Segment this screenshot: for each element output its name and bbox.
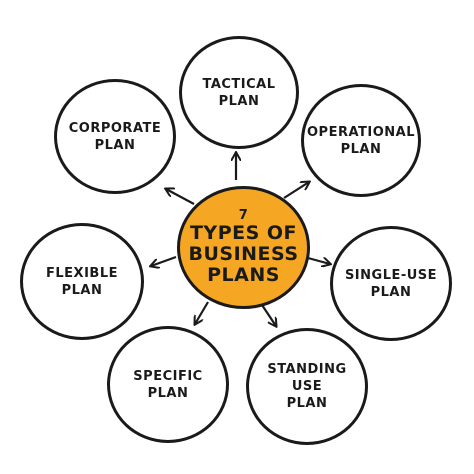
node-single-use-plan: SINGLE-USE PLAN (330, 226, 452, 341)
node-label-line: TACTICAL (202, 76, 276, 92)
node-specific-plan: SPECIFIC PLAN (107, 326, 229, 443)
node-corporate-plan: CORPORATE PLAN (54, 79, 176, 194)
node-label-line: FLEXIBLE (46, 265, 118, 281)
arrow-to-operational (283, 182, 309, 199)
arrow-to-single-use (307, 256, 330, 264)
center-node-business-plans: 7 TYPES OF BUSINESS PLANS (177, 186, 310, 309)
node-label-line: PLAN (61, 282, 103, 298)
node-label-line: PLAN (340, 141, 382, 157)
arrow-to-standing-use (261, 304, 276, 326)
node-label-line: PLAN (94, 137, 136, 153)
arrow-to-specific (195, 301, 209, 324)
center-label-line: PLANS (207, 264, 280, 286)
node-label-line: SPECIFIC (133, 368, 203, 384)
center-label-line: BUSINESS (188, 243, 299, 265)
arrow-to-flexible (151, 255, 177, 266)
node-label-line: CORPORATE (68, 120, 162, 136)
node-label-line: OPERATIONAL (306, 124, 415, 140)
node-operational-plan: OPERATIONAL PLAN (301, 84, 421, 197)
center-label-line: TYPES OF (189, 222, 298, 244)
node-label-line: USE (291, 379, 323, 394)
node-label-line: PLAN (370, 284, 412, 300)
node-tactical-plan: TACTICAL PLAN (179, 36, 299, 149)
node-label-line: PLAN (147, 385, 189, 401)
node-label-line: STANDING (267, 362, 347, 377)
node-label-line: PLAN (286, 396, 328, 411)
center-label-line: 7 (238, 208, 249, 223)
node-label-line: PLAN (218, 93, 260, 109)
node-standing-use-plan: STANDING USE PLAN (246, 328, 368, 445)
node-flexible-plan: FLEXIBLE PLAN (20, 223, 144, 340)
arrow-to-corporate (166, 189, 195, 205)
node-label-line: SINGLE-USE (344, 267, 438, 283)
